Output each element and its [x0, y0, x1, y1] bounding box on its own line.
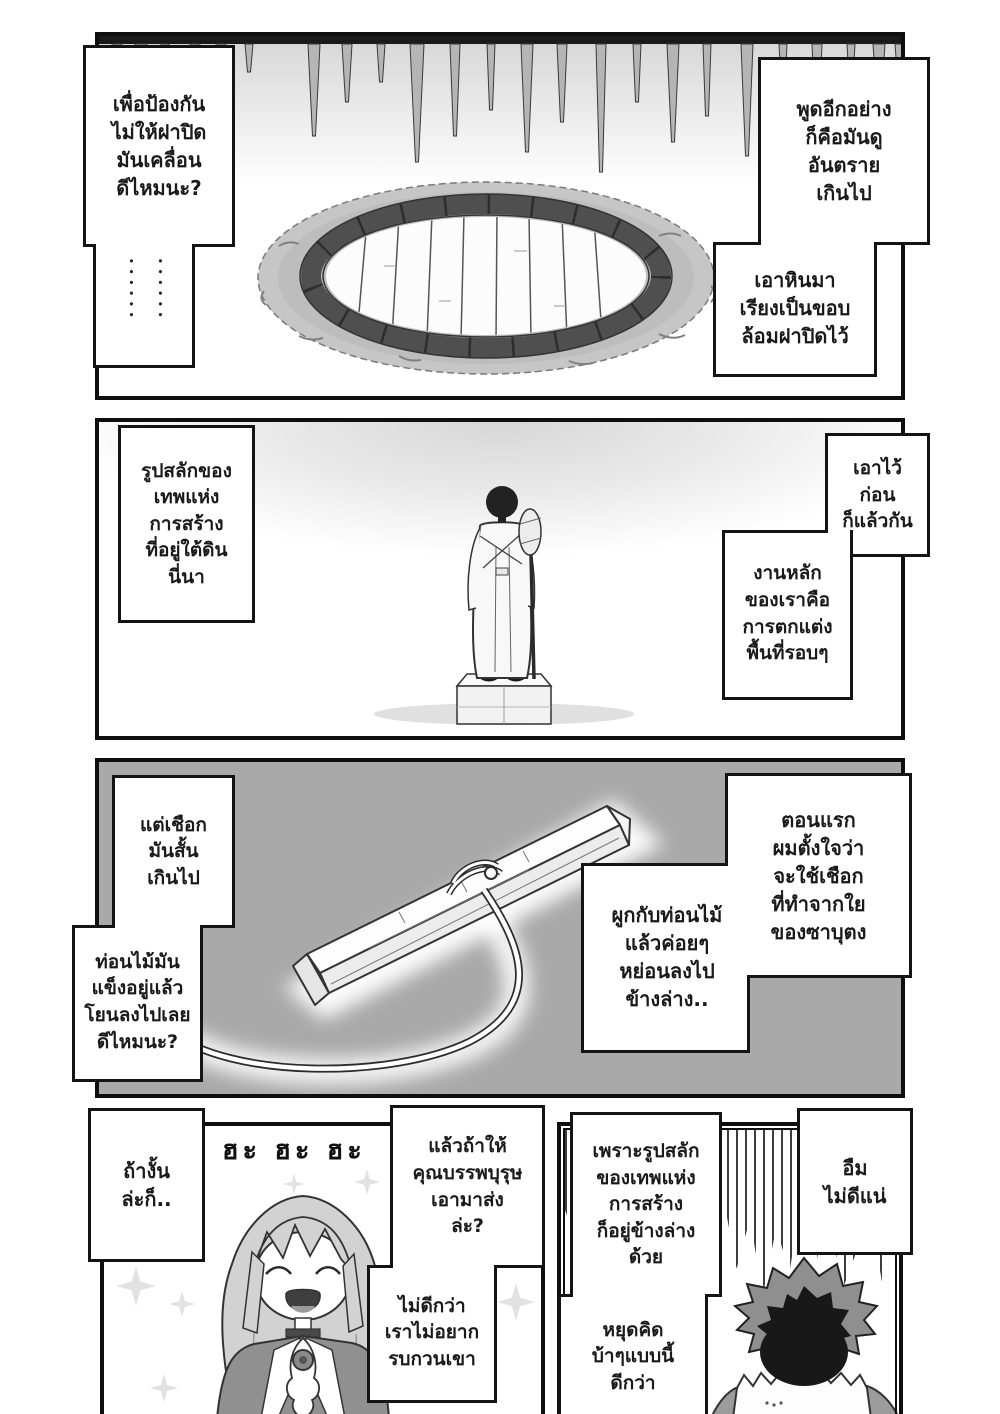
bubble-connector [713, 242, 761, 245]
speech-bubble-in-that-case: ถ้างั้น ล่ะก็.. [88, 1108, 205, 1262]
speech-bubble-just-throw: ท่อนไม้มัน แข็งอยู่แล้ว โยนลงไปเลย ดีไหม… [72, 925, 203, 1082]
closed-eye-left [265, 1266, 292, 1275]
plank-lines [356, 217, 603, 335]
bubble-connector [722, 530, 828, 533]
boy-illustration [711, 1256, 899, 1414]
speech-bubble-ask-ancestor: แล้วถ้าให้ คุณบรรพบุรุษ เอามาส่ง ล่ะ? [390, 1105, 545, 1268]
speech-bubble-stone-rim: เอาหินมา เรียงเป็นขอบ ล้อมฝาปิดไว้ [713, 242, 877, 377]
bubble-connector [747, 975, 750, 1053]
speech-bubble-too-dangerous: พูดอีกอย่าง ก็คือมันดู อันตราย เกินไป [758, 57, 930, 245]
bubble-connector [367, 1265, 393, 1268]
girl-character [216, 1194, 390, 1414]
laugh-text: ฮะ ฮะ ฮะ [222, 1135, 366, 1166]
speech-bubble-trailing-dots: •••••• •••••• [93, 244, 195, 368]
well-lid [257, 181, 716, 375]
wood-beam [292, 805, 631, 1006]
dirt-texture [260, 232, 716, 366]
statue-head [486, 486, 518, 518]
staff-wrapped-top [518, 508, 542, 556]
beam-rope-illustration [160, 800, 664, 1085]
pedestal [455, 673, 553, 725]
boy-character [711, 1256, 899, 1414]
girl-illustration [116, 1169, 535, 1414]
rope-knot [484, 866, 498, 880]
speech-bubble-definitely-bad: อืม ไม่ดีแน่ [797, 1108, 913, 1255]
dots-column: •••••• [125, 258, 135, 323]
speech-bubble-stop-thinking: หยุดคิด บ้าๆแบบนี้ ดีกว่า [558, 1294, 708, 1414]
statue-illustration [374, 486, 634, 725]
staff [529, 554, 536, 680]
speech-bubble-intended-rope: ตอนแรก ผมตั้งใจว่า จะใช้เชือก ที่ทำจากใย… [725, 773, 912, 978]
closed-eye-right [315, 1266, 341, 1275]
speech-bubble-dont-bother: ไม่ดีกว่า เราไม่อยาก รบกวนเขา [367, 1265, 497, 1403]
dots-column: •••••• [154, 258, 164, 323]
speech-bubble-rope-short: แต่เชือก มันสั้น เกินไป [112, 775, 235, 928]
bubble-connector [581, 863, 728, 866]
speech-bubble-statue-underground: รูปสลักของ เทพแห่ง การสร้าง ที่อยู่ใต้ดิ… [118, 425, 255, 623]
speech-bubble-because-statue: เพราะรูปสลัก ของเทพแห่ง การสร้าง ก็อยู่ข… [570, 1112, 722, 1297]
bubble-connector [72, 925, 115, 928]
bubble-connector [558, 1294, 573, 1297]
speech-bubble-tie-and-lower: ผูกกับท่อนไม้ แล้วค่อยๆ หย่อนลงไป ข้างล่… [581, 863, 750, 1053]
canopy-band [99, 36, 901, 44]
speech-bubble-main-work: งานหลัก ของเราคือ การตกแต่ง พื้นที่รอบๆ [722, 530, 853, 700]
deity-statue [467, 486, 542, 682]
speech-bubble-prevent-lid: เพื่อป้องกัน ไม่ให้ฝาปิด มันเคลื่อน ดีไห… [83, 45, 235, 247]
